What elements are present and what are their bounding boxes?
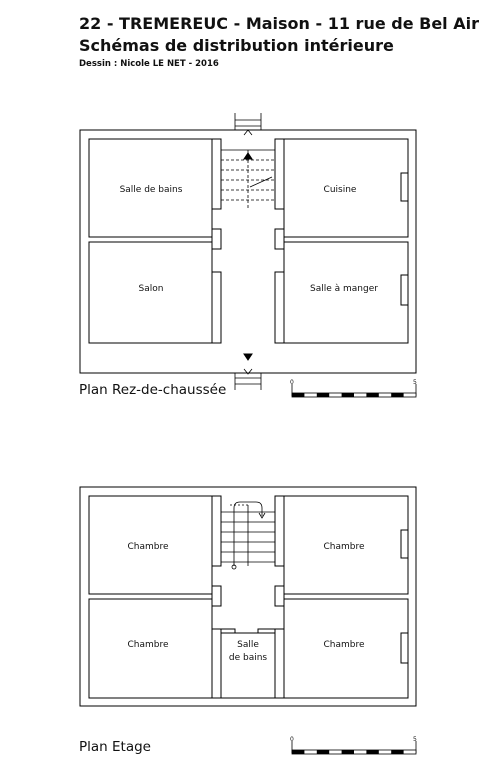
stair-direction-arrow-icon <box>258 512 266 519</box>
upper-window <box>400 529 409 559</box>
room-label: Salle de bains <box>120 185 183 195</box>
upper-floor-plan <box>79 486 417 707</box>
ground-wall-stub <box>211 228 222 250</box>
upper-room-labels: Chambre Chambre Chambre Salle de bains C… <box>127 542 364 663</box>
upper-bathroom-door-stub <box>220 628 236 634</box>
ground-entry-arrow-icon <box>243 152 253 160</box>
upper-staircase <box>221 501 275 570</box>
upper-wall-stub <box>274 495 285 567</box>
upper-window <box>400 632 409 664</box>
ground-staircase <box>221 149 275 209</box>
upper-wall-stub <box>211 628 222 699</box>
ground-entry-arrow-icon <box>243 368 253 375</box>
scale-end-label: 5 <box>413 736 417 743</box>
ground-entry-arrow-icon <box>243 353 253 361</box>
room-label: Chambre <box>323 640 364 650</box>
upper-outer-wall-outer <box>79 486 417 707</box>
ground-window <box>400 274 409 306</box>
upper-floor-label: Plan Etage <box>79 739 151 755</box>
ground-scale-bar: 0 5 <box>290 379 417 398</box>
page-title: 22 - TREMEREUC - Maison - 11 rue de Bel … <box>79 14 479 33</box>
room-label: Salon <box>139 284 164 294</box>
ground-floor-label: Plan Rez-de-chaussée <box>79 382 227 398</box>
room-label: de bains <box>229 653 268 663</box>
room-label: Salle à manger <box>310 284 378 294</box>
upper-wall-stub <box>274 628 285 699</box>
room-label: Chambre <box>127 542 168 552</box>
room-label: Chambre <box>323 542 364 552</box>
ground-entrance-steps-bottom <box>234 373 262 390</box>
ground-floor-plan <box>79 113 417 390</box>
upper-wall-stub <box>274 585 285 607</box>
stair-start-marker-icon <box>231 564 237 570</box>
scale-end-label: 5 <box>413 379 417 386</box>
ground-wall-stub <box>274 138 285 210</box>
ground-wall-stub <box>211 138 222 210</box>
ground-wall-stub <box>274 228 285 250</box>
upper-wall-stub <box>211 585 222 607</box>
upper-scale-bar: 0 5 <box>290 736 417 755</box>
room-label: Chambre <box>127 640 168 650</box>
ground-wall-stub <box>211 271 222 344</box>
ground-room-labels: Salle de bains Cuisine Salon Salle à man… <box>120 185 379 294</box>
scale-start-label: 0 <box>290 736 294 743</box>
drawing-credit: Dessin : Nicole LE NET - 2016 <box>79 59 219 69</box>
ground-entry-arrow-icon <box>243 129 253 136</box>
page-subtitle: Schémas de distribution intérieure <box>79 36 394 55</box>
upper-bathroom-door-stub <box>257 628 276 634</box>
upper-wall-stub <box>211 495 222 567</box>
ground-wall-stub <box>274 271 285 344</box>
scale-start-label: 0 <box>290 379 294 386</box>
ground-window <box>400 172 409 202</box>
room-label: Salle <box>237 640 259 650</box>
ground-entrance-steps-top <box>234 113 262 130</box>
room-label: Cuisine <box>324 185 357 195</box>
